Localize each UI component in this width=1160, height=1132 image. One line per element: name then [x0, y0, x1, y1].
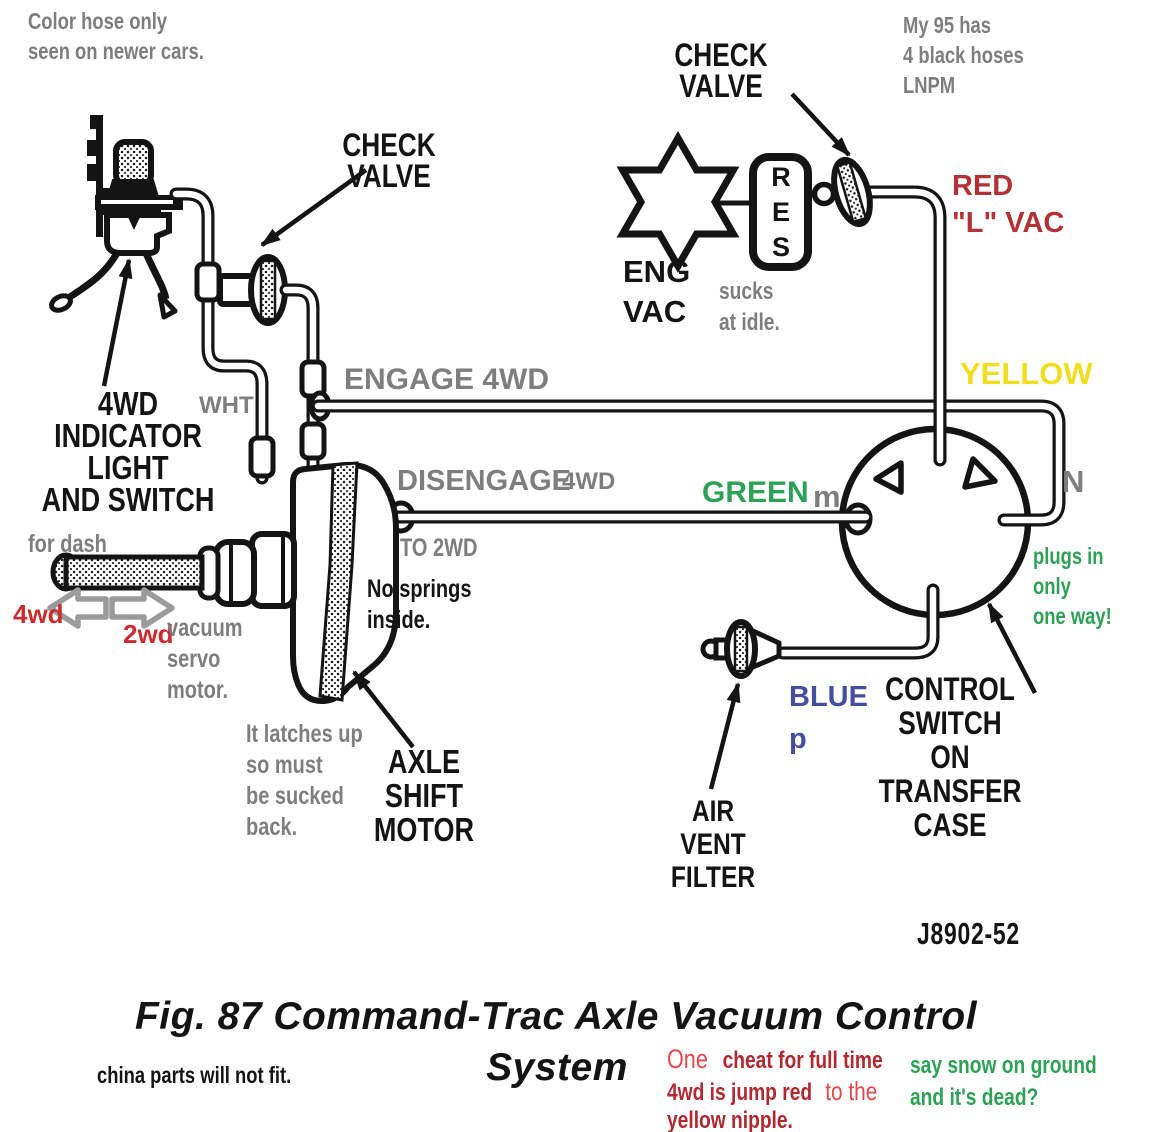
label-port-m: m	[813, 479, 841, 514]
arrow-to-left-check-valve	[260, 168, 368, 247]
indicator-light-switch-drawing	[49, 115, 183, 320]
label-yellow: YELLOW	[960, 356, 1093, 391]
red-l-vac-hose	[859, 185, 947, 467]
eng-vac-star-icon	[616, 131, 740, 273]
label-engage-4wd: ENGAGE 4WD	[344, 363, 550, 396]
label-blue-p: BLUE p	[789, 681, 868, 755]
label-disengage-4wd: 4WD	[562, 468, 616, 495]
note-my-95: My 95 has 4 black hoses LNPM	[903, 12, 1024, 98]
figure-caption-line1: Fig. 87 Command-Trac Axle Vacuum Control	[134, 995, 978, 1038]
green-note-say-snow: say snow on ground and it's dead?	[910, 1052, 1097, 1111]
label-red-l-vac: RED "L" VAC	[952, 170, 1065, 239]
label-control-switch: CONTROL SWITCH ON TRANSFER CASE	[878, 671, 1022, 843]
arrow-to-indicator-switch	[101, 258, 133, 387]
engage-yellow-hose	[311, 399, 1066, 527]
red-note-line3: yellow nipple.	[667, 1107, 793, 1132]
annotation-arrows	[101, 92, 1037, 790]
hose-right-branch	[279, 283, 320, 485]
check-valve-right-icon	[811, 156, 873, 228]
control-switch-port-marks	[873, 456, 998, 495]
arrow-right-2wd	[109, 587, 175, 629]
hose-from-switch	[169, 187, 269, 485]
label-wht: WHT	[199, 392, 254, 419]
red-note-one: One	[667, 1044, 708, 1074]
note-no-springs: No springs inside.	[367, 575, 472, 634]
red-note-line2: 4wd is jump red to the	[667, 1076, 878, 1107]
vent-blue-hose	[776, 583, 940, 660]
hose-connector-sleeve	[194, 261, 222, 303]
label-part-number: J8902-52	[917, 916, 1020, 951]
red-note-line1: One cheat for full time	[667, 1044, 883, 1075]
label-green: GREEN	[702, 476, 809, 509]
label-axle-shift-motor: AXLE SHIFT MOTOR	[373, 743, 475, 848]
label-check-valve-left: CHECK VALVE	[342, 127, 436, 195]
note-for-dash: for dash	[28, 530, 107, 558]
note-color-hose: Color hose only seen on newer cars.	[28, 8, 204, 64]
hose-connector-sleeves	[248, 359, 327, 479]
arrow-to-control-switch	[987, 602, 1037, 695]
direction-arrows	[47, 587, 175, 629]
label-indicator-light-switch: 4WD INDICATOR LIGHT AND SWITCH	[41, 385, 215, 518]
arrow-to-axle-shift-motor	[352, 670, 415, 749]
label-eng-vac: ENG VAC	[623, 254, 691, 329]
label-check-valve-right: CHECK VALVE	[674, 37, 768, 105]
arrow-left-4wd	[47, 587, 109, 629]
label-2wd: 2wd	[123, 619, 174, 649]
note-latches: It latches up so must be sucked back.	[246, 720, 363, 841]
red-note-yellow-nipple: yellow nipple.	[667, 1107, 793, 1132]
red-note-jump: 4wd is jump red	[667, 1079, 813, 1106]
label-port-n: N	[1062, 464, 1085, 499]
label-res: R E S	[771, 162, 791, 262]
label-disengage: DISENGAGE	[397, 465, 572, 497]
label-air-vent-filter: AIR VENT FILTER	[670, 795, 756, 894]
servo-motor-drawing	[50, 461, 399, 705]
label-4wd: 4wd	[13, 599, 64, 629]
figure-caption-line2: System	[486, 1046, 628, 1089]
label-to-2wd: TO 2WD	[400, 534, 478, 562]
air-vent-filter-icon	[700, 619, 782, 679]
note-plugs-one-way: plugs in only one way!	[1033, 543, 1112, 629]
arrow-to-right-check-valve	[790, 92, 851, 157]
red-note-to-the: to the	[825, 1076, 878, 1106]
check-valve-left-icon	[217, 254, 288, 326]
note-vacuum-servo: vacuum servo motor.	[167, 614, 243, 704]
red-note-cheat: cheat for full time	[722, 1047, 883, 1074]
note-china-parts: china parts will not fit.	[97, 1062, 292, 1088]
arrow-to-air-vent-filter	[708, 682, 741, 790]
res-reservoir	[749, 153, 812, 271]
note-sucks-at-idle: sucks at idle.	[719, 278, 780, 336]
